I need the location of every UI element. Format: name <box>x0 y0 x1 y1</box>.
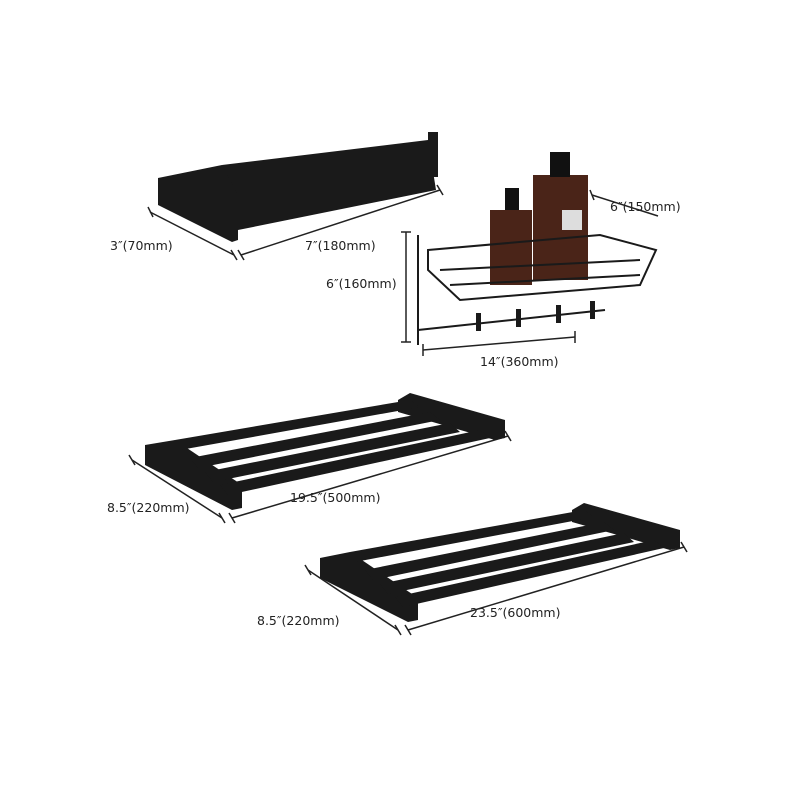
dimension-label: 8.5″(220mm) <box>257 613 340 628</box>
towel-rack-small <box>145 393 505 510</box>
dimension-label: 6″(160mm) <box>326 276 397 291</box>
dimension-label: 8.5″(220mm) <box>107 500 190 515</box>
dimension-label: 14″(360mm) <box>480 354 559 369</box>
dimension-label: 19.5″(500mm) <box>290 490 381 505</box>
toilet-paper-holder <box>158 132 438 242</box>
shower-basket <box>417 152 658 345</box>
dimension-label: 3″(70mm) <box>110 238 173 253</box>
dimension-lines <box>128 184 688 636</box>
dimension-label: 7″(180mm) <box>305 238 376 253</box>
dimension-label: 6″(150mm) <box>610 199 681 214</box>
towel-rack-large <box>320 503 680 622</box>
dimension-label: 23.5″(600mm) <box>470 605 561 620</box>
